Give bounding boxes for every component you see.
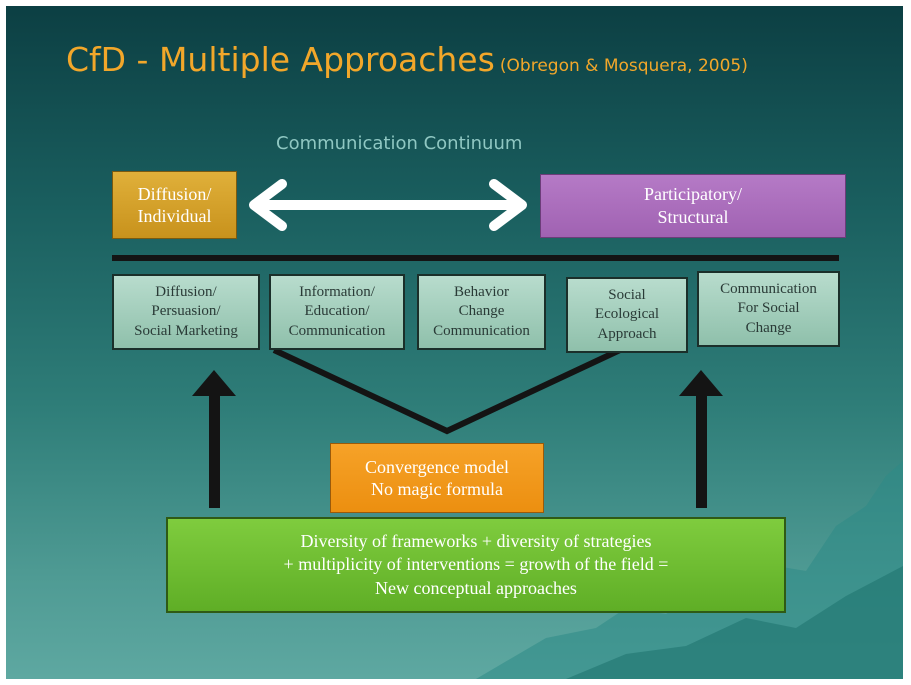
continuum-right-line: Structural bbox=[657, 207, 729, 227]
slide-graphics bbox=[192, 179, 903, 679]
continuum-right-box: Participatory/ Structural bbox=[540, 174, 846, 238]
approach-line: Social Marketing bbox=[134, 322, 238, 339]
slide: CfD - Multiple Approaches (Obregon & Mos… bbox=[6, 6, 903, 679]
approach-box-bcc: Behavior Change Communication bbox=[417, 274, 546, 350]
divider-bar bbox=[112, 255, 839, 261]
approach-line: Change bbox=[458, 303, 505, 320]
diversity-line: New conceptual approaches bbox=[375, 577, 577, 598]
mountain-decoration bbox=[476, 461, 903, 679]
title-main: CfD - Multiple Approaches bbox=[66, 40, 495, 79]
approach-line: Ecological bbox=[594, 306, 660, 323]
convergence-lines bbox=[272, 347, 622, 435]
approach-line: Communication bbox=[433, 322, 530, 339]
continuum-subtitle: Communication Continuum bbox=[276, 133, 523, 154]
double-arrow-icon bbox=[249, 179, 527, 231]
approach-line: Diffusion/ bbox=[155, 283, 217, 300]
approach-line: Change bbox=[745, 319, 792, 336]
convergence-line: No magic formula bbox=[371, 479, 503, 499]
right-up-arrow-icon bbox=[679, 370, 723, 508]
continuum-right-line: Participatory/ bbox=[644, 183, 742, 204]
diversity-line: + multiplicity of interventions = growth… bbox=[283, 554, 669, 575]
approach-box-cfsc: Communication For Social Change bbox=[697, 271, 840, 347]
left-up-arrow-icon bbox=[192, 370, 236, 508]
convergence-line: Convergence model bbox=[364, 456, 510, 477]
continuum-left-line: Diffusion/ bbox=[137, 183, 212, 204]
approach-box-social-ecological: Social Ecological Approach bbox=[566, 277, 688, 353]
continuum-left-line: Individual bbox=[137, 206, 212, 226]
approach-line: Behavior bbox=[454, 283, 509, 300]
approach-line: Communication bbox=[720, 280, 817, 297]
approach-line: For Social bbox=[737, 300, 800, 317]
approach-line: Information/ bbox=[299, 283, 375, 300]
approach-line: Approach bbox=[597, 325, 657, 342]
title-citation: (Obregon & Mosquera, 2005) bbox=[499, 56, 748, 76]
approach-line: Social bbox=[608, 286, 646, 303]
mountain-decoration-front bbox=[566, 566, 903, 679]
approach-line: Persuasion/ bbox=[151, 303, 221, 320]
approach-line: Education/ bbox=[304, 303, 370, 320]
approach-line: Communication bbox=[288, 322, 386, 339]
slide-title: CfD - Multiple Approaches (Obregon & Mos… bbox=[66, 41, 866, 79]
approach-box-iec: Information/ Education/ Communication bbox=[269, 274, 405, 350]
convergence-box: Convergence model No magic formula bbox=[330, 443, 544, 513]
approach-box-diffusion: Diffusion/ Persuasion/ Social Marketing bbox=[112, 274, 260, 350]
diversity-line: Diversity of frameworks + diversity of s… bbox=[300, 530, 652, 551]
continuum-left-box: Diffusion/ Individual bbox=[112, 171, 237, 239]
diversity-box: Diversity of frameworks + diversity of s… bbox=[166, 517, 786, 613]
